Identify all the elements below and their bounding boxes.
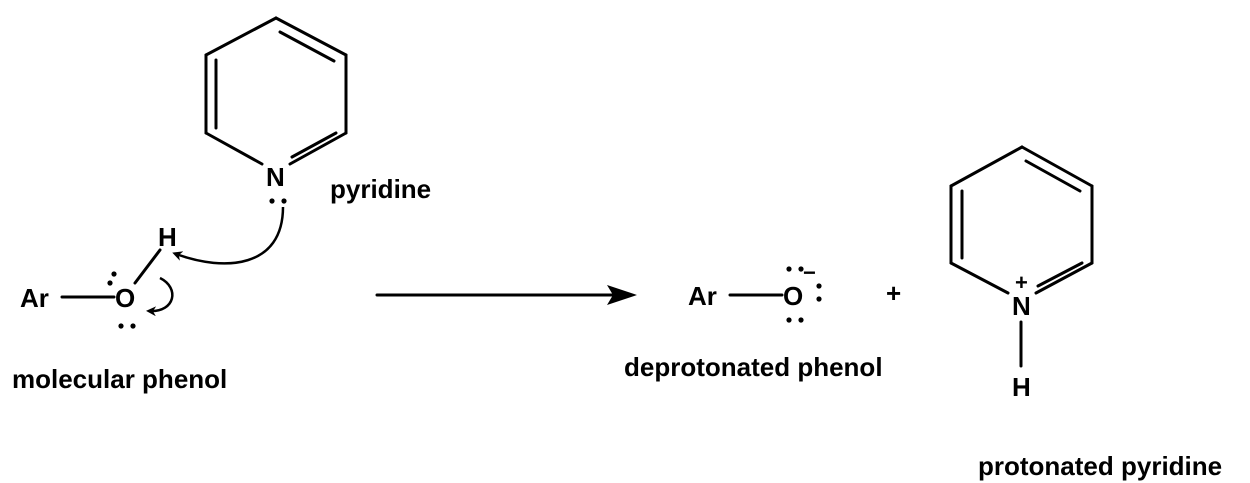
phenoxide-label: deprotonated phenol bbox=[624, 352, 883, 382]
pyridinium-n-atom: N bbox=[1012, 291, 1031, 321]
reaction-arrow bbox=[375, 285, 637, 305]
pyridinium-positive-charge: + bbox=[1015, 270, 1028, 295]
pyridine-n-atom: N bbox=[266, 162, 285, 192]
pyridine-lone-pair bbox=[269, 198, 287, 204]
pyridinium-ring bbox=[949, 145, 1094, 295]
phenoxide-lone-pair-top bbox=[786, 266, 804, 272]
phenol-o-lone-pair-bottom bbox=[118, 323, 136, 329]
pyridinium-label: protonated pyridine bbox=[978, 451, 1222, 481]
phenoxide-o-atom: O bbox=[783, 281, 803, 311]
phenol-o-atom: O bbox=[115, 283, 135, 313]
phenol-o-lone-pair-top bbox=[107, 271, 117, 286]
phenoxide-lone-pair-bottom bbox=[786, 317, 804, 323]
pyridine-label: pyridine bbox=[330, 174, 431, 204]
phenol-molecule: Ar O H molecular phenol bbox=[12, 222, 227, 394]
o-h-bond bbox=[133, 248, 162, 285]
pyridine-molecule: N pyridine bbox=[204, 16, 431, 204]
phenol-ar-group: Ar bbox=[20, 283, 49, 313]
curly-arrow-oh-to-o bbox=[146, 276, 174, 317]
phenoxide-ar-group: Ar bbox=[688, 281, 717, 311]
pyridinium-molecule: N + H protonated pyridine bbox=[949, 145, 1222, 481]
phenol-h-atom: H bbox=[158, 222, 177, 252]
phenol-label: molecular phenol bbox=[12, 364, 227, 394]
pyridine-ring bbox=[204, 16, 348, 166]
curly-arrow-n-to-h bbox=[172, 206, 285, 265]
plus-sign: + bbox=[886, 278, 901, 308]
phenoxide-molecule: Ar O − deprotonated phenol bbox=[624, 260, 883, 382]
pyridinium-h-atom: H bbox=[1012, 372, 1031, 402]
phenoxide-lone-pair-right bbox=[816, 283, 822, 302]
phenoxide-negative-charge: − bbox=[803, 260, 816, 285]
